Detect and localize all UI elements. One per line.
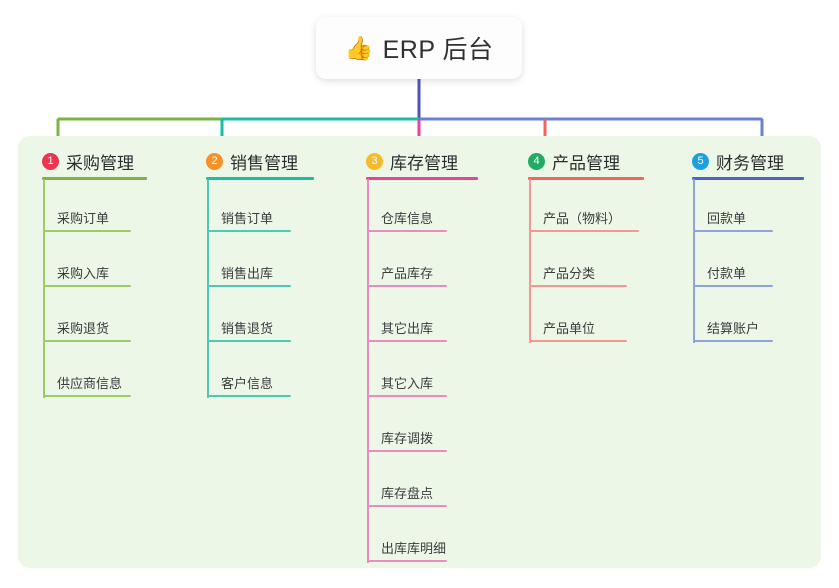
- branch-underline-3: [366, 177, 478, 180]
- leaf-item-underline: [529, 340, 627, 342]
- thumbs-up-icon: 👍: [344, 34, 374, 61]
- branch-underline-4: [528, 177, 644, 180]
- leaf-item-underline: [43, 340, 131, 342]
- leaf-item-label: 客户信息: [221, 376, 274, 391]
- branch-badge-1: 1: [42, 153, 59, 170]
- branch-title-2: 销售管理: [230, 154, 298, 173]
- leaf-item-underline: [693, 340, 773, 342]
- branch-title-5: 财务管理: [716, 154, 784, 173]
- leaf-item[interactable]: 结算账户: [693, 312, 773, 342]
- branch-spine-4: [529, 179, 531, 343]
- branch-header-4[interactable]: 4 产品管理: [528, 149, 620, 174]
- leaf-item-label: 采购退货: [57, 321, 110, 336]
- leaf-item-underline: [367, 450, 447, 452]
- branch-underline-5: [692, 177, 804, 180]
- branch-title-3: 库存管理: [390, 154, 458, 173]
- leaf-item[interactable]: 采购退货: [43, 312, 131, 342]
- leaf-item[interactable]: 销售订单: [207, 202, 291, 232]
- leaf-item[interactable]: 客户信息: [207, 367, 291, 397]
- leaf-item-underline: [693, 285, 773, 287]
- branch-spine-2: [207, 179, 209, 398]
- leaf-item-label: 库存盘点: [381, 486, 434, 501]
- leaf-item[interactable]: 产品库存: [367, 257, 447, 287]
- leaf-item[interactable]: 产品（物料）: [529, 202, 639, 232]
- leaf-item-label: 产品（物料）: [543, 211, 622, 226]
- leaf-item[interactable]: 其它出库: [367, 312, 447, 342]
- leaf-item-underline: [207, 340, 291, 342]
- leaf-item[interactable]: 回款单: [693, 202, 773, 232]
- branch-spine-3: [367, 179, 369, 563]
- leaf-item-label: 其它出库: [381, 321, 434, 336]
- branches-panel: [18, 136, 821, 568]
- leaf-item-underline: [207, 285, 291, 287]
- leaf-item-label: 结算账户: [707, 321, 760, 336]
- branch-badge-2: 2: [206, 153, 223, 170]
- branch-header-5[interactable]: 5 财务管理: [692, 149, 784, 174]
- branch-badge-4: 4: [528, 153, 545, 170]
- branch-header-2[interactable]: 2 销售管理: [206, 149, 298, 174]
- branch-badge-3: 3: [366, 153, 383, 170]
- leaf-item[interactable]: 产品分类: [529, 257, 627, 287]
- leaf-item-underline: [43, 230, 131, 232]
- leaf-item[interactable]: 采购订单: [43, 202, 131, 232]
- leaf-item-label: 出库库明细: [381, 541, 447, 556]
- leaf-item-label: 付款单: [707, 266, 747, 281]
- leaf-item[interactable]: 库存盘点: [367, 477, 447, 507]
- leaf-item[interactable]: 付款单: [693, 257, 773, 287]
- branch-title-1: 采购管理: [66, 154, 134, 173]
- leaf-item-underline: [367, 285, 447, 287]
- leaf-item-underline: [693, 230, 773, 232]
- leaf-item-underline: [529, 285, 627, 287]
- leaf-item-label: 采购入库: [57, 266, 110, 281]
- leaf-item[interactable]: 产品单位: [529, 312, 627, 342]
- leaf-item-underline: [43, 285, 131, 287]
- leaf-item-label: 产品库存: [381, 266, 434, 281]
- leaf-item-label: 产品单位: [543, 321, 596, 336]
- leaf-item-label: 库存调拨: [381, 431, 434, 446]
- branch-underline-1: [42, 177, 147, 180]
- leaf-item-underline: [529, 230, 639, 232]
- leaf-item[interactable]: 库存调拨: [367, 422, 447, 452]
- leaf-item-label: 供应商信息: [57, 376, 123, 391]
- leaf-item-label: 产品分类: [543, 266, 596, 281]
- leaf-item-label: 回款单: [707, 211, 747, 226]
- branch-header-3[interactable]: 3 库存管理: [366, 149, 458, 174]
- leaf-item[interactable]: 销售出库: [207, 257, 291, 287]
- leaf-item-underline: [207, 395, 291, 397]
- leaf-item-label: 销售出库: [221, 266, 274, 281]
- leaf-item[interactable]: 销售退货: [207, 312, 291, 342]
- branch-spine-5: [693, 179, 695, 343]
- root-node[interactable]: 👍 ERP 后台: [316, 17, 522, 79]
- leaf-item-underline: [207, 230, 291, 232]
- leaf-item-label: 仓库信息: [381, 211, 434, 226]
- root-title-text: ERP 后台: [382, 36, 494, 64]
- leaf-item-label: 销售订单: [221, 211, 274, 226]
- branch-header-1[interactable]: 1 采购管理: [42, 149, 134, 174]
- branch-spine-1: [43, 179, 45, 398]
- leaf-item[interactable]: 仓库信息: [367, 202, 447, 232]
- branch-underline-2: [206, 177, 314, 180]
- leaf-item[interactable]: 出库库明细: [367, 532, 447, 562]
- leaf-item-underline: [367, 230, 447, 232]
- leaf-item[interactable]: 其它入库: [367, 367, 447, 397]
- leaf-item[interactable]: 采购入库: [43, 257, 131, 287]
- leaf-item-underline: [367, 505, 447, 507]
- leaf-item-underline: [43, 395, 131, 397]
- root-node-title: 👍 ERP 后台: [344, 30, 493, 66]
- leaf-item[interactable]: 供应商信息: [43, 367, 131, 397]
- leaf-item-underline: [367, 560, 447, 562]
- leaf-item-label: 销售退货: [221, 321, 274, 336]
- leaf-item-underline: [367, 340, 447, 342]
- leaf-item-label: 其它入库: [381, 376, 434, 391]
- leaf-item-underline: [367, 395, 447, 397]
- branch-title-4: 产品管理: [552, 154, 620, 173]
- leaf-item-label: 采购订单: [57, 211, 110, 226]
- branch-badge-5: 5: [692, 153, 709, 170]
